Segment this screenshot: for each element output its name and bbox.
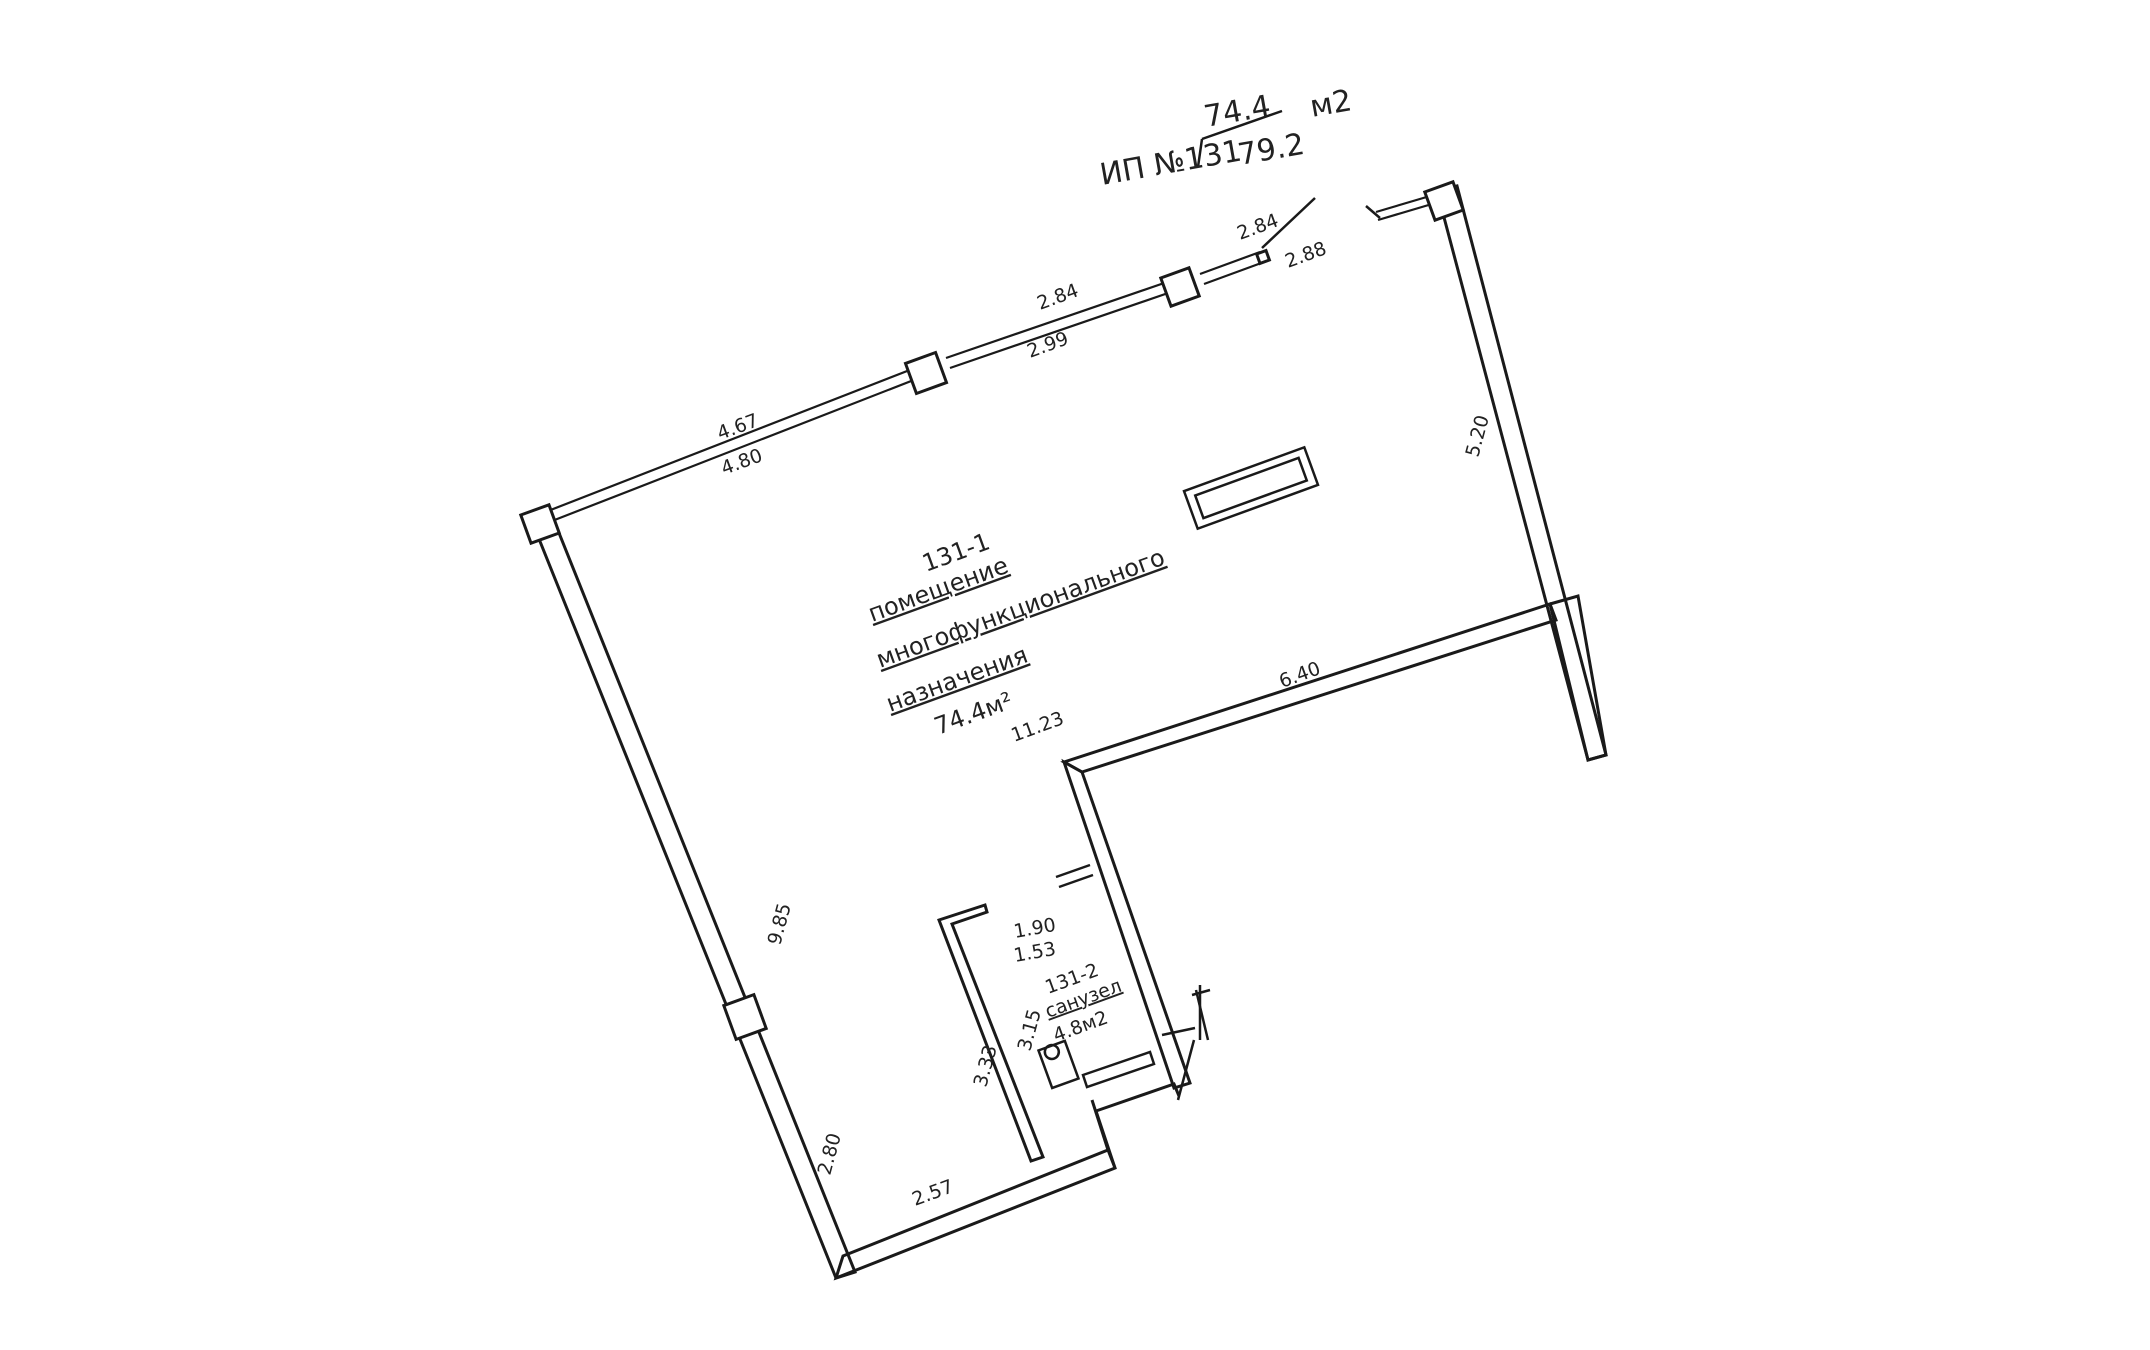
dim-right-wall: 5.20 <box>1462 413 1494 460</box>
window-strips <box>547 194 1433 523</box>
main-room-labels: 131-1 помещение многофункционального наз… <box>864 527 1168 740</box>
column-top-left <box>518 502 562 546</box>
dim-left-lower: 2.80 <box>814 1131 846 1178</box>
dimension-labels: 4.67 4.80 2.84 2.99 2.84 2.88 5.20 6.40 … <box>714 210 1494 1211</box>
column-top-mid <box>903 350 949 396</box>
window-4-edge <box>1365 205 1381 219</box>
dim-top-right-inner: 2.88 <box>1282 238 1329 273</box>
notch-top-wall <box>1060 602 1558 774</box>
notch-vertical-wall <box>1061 758 1192 1090</box>
unit-label: ИП №131 <box>1097 134 1244 193</box>
bathroom-walls <box>937 863 1211 1163</box>
toilet-icon <box>1036 1039 1081 1090</box>
dim-bottom: 2.57 <box>909 1176 956 1211</box>
dim-main-depth: 11.23 <box>1008 707 1067 746</box>
unit-header: ИП №131 74.4 79.2 м2 <box>1097 83 1354 249</box>
window-1-line-b <box>551 374 925 523</box>
fixture-inner <box>1193 456 1309 520</box>
area-unit: м2 <box>1307 83 1354 125</box>
window-1-line-a <box>547 364 921 513</box>
bathroom-labels: 131-2 санузел 4.8м2 <box>1042 959 1124 1047</box>
dim-bath-len-inner: 3.15 <box>1014 1007 1046 1054</box>
fixture <box>1182 445 1320 531</box>
bathroom-right-detail-3 <box>1194 989 1210 1041</box>
window-2-line-a <box>945 279 1171 360</box>
left-wall <box>528 511 857 1280</box>
window-2-line-b <box>949 289 1175 370</box>
bathroom-fixture-box <box>1081 1050 1156 1089</box>
window-4-line-b <box>1377 202 1433 222</box>
area-top: 74.4 <box>1201 89 1273 135</box>
column-top-right <box>1158 265 1202 309</box>
dim-bath-len-outer: 3.33 <box>970 1043 1002 1090</box>
fraction-line-2 <box>1196 138 1204 168</box>
dim-top-left-outer: 4.67 <box>714 410 761 445</box>
dim-top-mid-inner: 2.99 <box>1024 328 1071 363</box>
dim-top-left-inner: 4.80 <box>718 445 765 480</box>
column-top-corner <box>1422 179 1466 223</box>
fixture-outer <box>1182 445 1320 531</box>
column-left-wall <box>721 992 769 1042</box>
dim-top-mid-outer: 2.84 <box>1034 280 1081 315</box>
bathroom-door-stub-2 <box>1058 873 1094 889</box>
bathroom-right-detail <box>1161 1026 1196 1037</box>
leader-line <box>1261 197 1316 249</box>
fraction-line-1 <box>1201 109 1283 141</box>
window-3-line-b <box>1203 260 1265 286</box>
bathroom-left-wall <box>937 903 1045 1163</box>
window-4-line-a <box>1375 194 1431 214</box>
bottom-step-wall <box>1094 1082 1181 1169</box>
window-3-line-a <box>1199 250 1261 276</box>
columns <box>518 179 1466 1042</box>
dim-top-right-outer: 2.84 <box>1234 210 1281 245</box>
bottom-wall <box>833 1148 1117 1281</box>
column-small <box>1254 248 1272 266</box>
right-wall <box>1435 184 1608 762</box>
dim-notch-top: 6.40 <box>1276 658 1323 693</box>
bathroom-right-detail-5 <box>1176 1039 1196 1101</box>
dim-left-wall: 9.85 <box>764 901 796 948</box>
area-bottom: 79.2 <box>1235 127 1307 173</box>
bottom-step-wall-inner <box>1090 1099 1110 1151</box>
right-stub-wall <box>1548 594 1608 762</box>
bathroom-door-stub <box>1055 863 1091 879</box>
outer-walls <box>528 184 1608 1281</box>
